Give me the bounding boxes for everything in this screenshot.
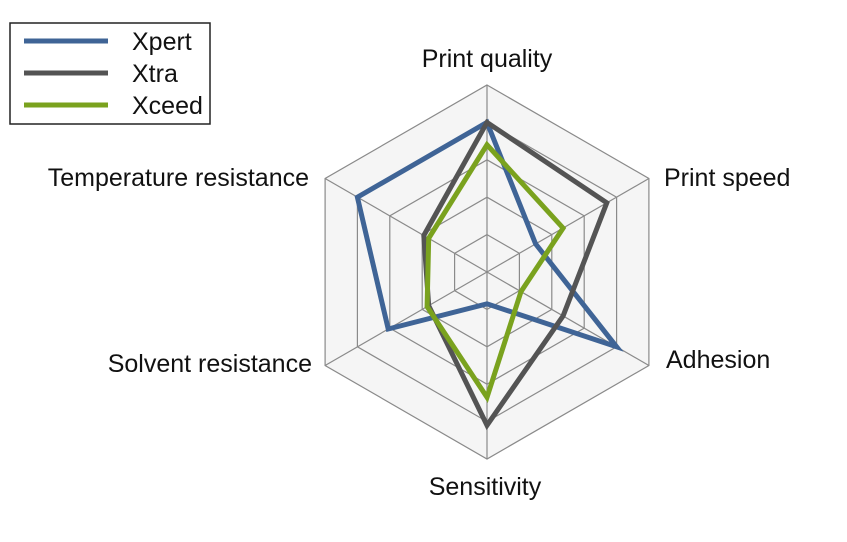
series-line-xceed: [424, 140, 567, 404]
spoke-temperature-resistance: [324, 177, 488, 273]
spoke-solvent-resistance: [324, 271, 488, 367]
axis-label-sensitivity: Sensitivity: [429, 473, 542, 501]
spoke-print-speed: [486, 177, 650, 273]
axis-label-solvent-resistance: Solvent resistance: [108, 350, 312, 378]
legend: Xpert Xtra Xceed: [9, 22, 211, 125]
legend-label-xtra: Xtra: [132, 60, 178, 88]
axis-label-temperature-resistance: Temperature resistance: [48, 164, 309, 192]
series-line-xtra: [421, 118, 610, 431]
series-group: [354, 118, 624, 431]
legend-label-xpert: Xpert: [132, 28, 192, 56]
axis-label-print-speed: Print speed: [664, 164, 790, 192]
legend-label-xceed: Xceed: [132, 92, 203, 120]
axis-label-print-quality: Print quality: [422, 45, 553, 73]
series-line-xpert: [354, 118, 624, 352]
axis-label-adhesion: Adhesion: [666, 346, 770, 374]
